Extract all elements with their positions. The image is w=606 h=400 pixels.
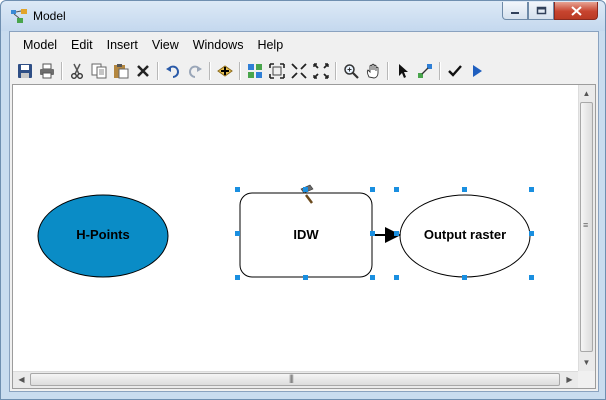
fixed-zoom-out-button[interactable] bbox=[310, 60, 332, 82]
horizontal-scrollbar[interactable]: ◀ ||| ▶ bbox=[13, 371, 578, 388]
cut-icon bbox=[71, 63, 83, 79]
validate-button[interactable] bbox=[444, 60, 466, 82]
delete-button[interactable] bbox=[132, 60, 154, 82]
undo-icon bbox=[166, 65, 180, 78]
zoom-in-icon bbox=[344, 64, 359, 79]
minimize-button[interactable] bbox=[502, 2, 528, 20]
selection-handle[interactable] bbox=[235, 187, 240, 192]
maximize-icon bbox=[536, 6, 546, 15]
selection-handle[interactable] bbox=[303, 187, 308, 192]
pan-button[interactable] bbox=[362, 60, 384, 82]
selection-handle[interactable] bbox=[529, 275, 534, 280]
toolbar-separator bbox=[157, 62, 159, 80]
h-points-label: H-Points bbox=[76, 227, 130, 242]
scroll-right-arrow[interactable]: ▶ bbox=[566, 375, 573, 384]
close-icon bbox=[570, 5, 582, 16]
paste-icon bbox=[114, 64, 129, 79]
full-extent-icon bbox=[269, 63, 285, 79]
auto-layout-icon bbox=[248, 64, 262, 78]
toolbar-separator bbox=[239, 62, 241, 80]
vertical-scrollbar[interactable]: ▲ ≡ ▼ bbox=[578, 85, 595, 371]
menu-model[interactable]: Model bbox=[23, 38, 58, 52]
connect-button[interactable] bbox=[414, 60, 436, 82]
selection-handle[interactable] bbox=[394, 187, 399, 192]
redo-icon bbox=[188, 65, 202, 78]
toolbar-separator bbox=[335, 62, 337, 80]
validate-icon bbox=[448, 65, 462, 77]
add-data-icon bbox=[217, 65, 233, 77]
h-points-node[interactable] bbox=[37, 194, 169, 278]
menu-help[interactable]: Help bbox=[257, 38, 284, 52]
scroll-up-arrow[interactable]: ▲ bbox=[582, 89, 591, 98]
add-data-button[interactable] bbox=[214, 60, 236, 82]
minimize-icon bbox=[511, 11, 519, 14]
select-button[interactable] bbox=[392, 60, 414, 82]
cut-button[interactable] bbox=[66, 60, 88, 82]
maximize-button[interactable] bbox=[528, 2, 554, 20]
connect-icon bbox=[418, 64, 432, 78]
copy-button[interactable] bbox=[88, 60, 110, 82]
menu-bar: Model Edit Insert View Windows Help bbox=[10, 35, 290, 57]
zoom-in-button[interactable] bbox=[340, 60, 362, 82]
toolbar-separator bbox=[61, 62, 63, 80]
select-icon bbox=[399, 64, 408, 78]
thumb-grip-icon: ≡ bbox=[583, 220, 588, 230]
auto-layout-button[interactable] bbox=[244, 60, 266, 82]
toolbar-separator bbox=[209, 62, 211, 80]
scroll-down-arrow[interactable]: ▼ bbox=[582, 358, 591, 367]
scroll-left-arrow[interactable]: ◀ bbox=[18, 375, 25, 384]
fixed-zoom-out-icon bbox=[313, 63, 329, 79]
menu-edit[interactable]: Edit bbox=[71, 38, 93, 52]
run-icon bbox=[473, 65, 482, 77]
title-bar[interactable]: Model bbox=[1, 1, 605, 31]
selection-handle[interactable] bbox=[303, 275, 308, 280]
paste-button[interactable] bbox=[110, 60, 132, 82]
toolbar-separator bbox=[387, 62, 389, 80]
selection-handle[interactable] bbox=[529, 231, 534, 236]
fixed-zoom-in-icon bbox=[291, 63, 307, 79]
selection-handle[interactable] bbox=[370, 275, 375, 280]
pan-icon bbox=[366, 63, 379, 79]
selection-handle[interactable] bbox=[235, 231, 240, 236]
idw-label: IDW bbox=[293, 227, 319, 242]
horizontal-scroll-thumb[interactable]: ||| bbox=[30, 373, 560, 386]
scrollbar-corner bbox=[578, 371, 595, 388]
full-extent-button[interactable] bbox=[266, 60, 288, 82]
print-icon bbox=[40, 63, 54, 79]
save-icon bbox=[18, 64, 32, 78]
selection-handle[interactable] bbox=[235, 275, 240, 280]
vertical-scroll-thumb[interactable]: ≡ bbox=[580, 102, 593, 352]
selection-handle[interactable] bbox=[462, 275, 467, 280]
output-raster-label: Output raster bbox=[423, 227, 507, 242]
redo-button[interactable] bbox=[184, 60, 206, 82]
selection-handle[interactable] bbox=[370, 231, 375, 236]
menu-windows[interactable]: Windows bbox=[192, 38, 244, 52]
client-area: Model Edit Insert View Windows Help bbox=[9, 31, 599, 392]
selection-handle[interactable] bbox=[462, 187, 467, 192]
thumb-grip-icon: ||| bbox=[289, 373, 294, 383]
toolbar bbox=[14, 59, 488, 83]
window-title: Model bbox=[33, 9, 66, 23]
print-button[interactable] bbox=[36, 60, 58, 82]
model-canvas[interactable]: H-Points IDW Output raster ▲ ≡ bbox=[12, 84, 596, 389]
model-builder-icon bbox=[11, 9, 27, 23]
run-button[interactable] bbox=[466, 60, 488, 82]
selection-handle[interactable] bbox=[394, 275, 399, 280]
toolbar-separator bbox=[439, 62, 441, 80]
save-button[interactable] bbox=[14, 60, 36, 82]
selection-handle[interactable] bbox=[529, 187, 534, 192]
copy-icon bbox=[91, 63, 107, 79]
delete-icon bbox=[137, 65, 149, 77]
undo-button[interactable] bbox=[162, 60, 184, 82]
close-button[interactable] bbox=[554, 2, 598, 20]
menu-insert[interactable]: Insert bbox=[106, 38, 138, 52]
selection-handle[interactable] bbox=[394, 231, 399, 236]
menu-view[interactable]: View bbox=[151, 38, 179, 52]
fixed-zoom-in-button[interactable] bbox=[288, 60, 310, 82]
selection-handle[interactable] bbox=[370, 187, 375, 192]
diagram-layer bbox=[37, 184, 531, 278]
